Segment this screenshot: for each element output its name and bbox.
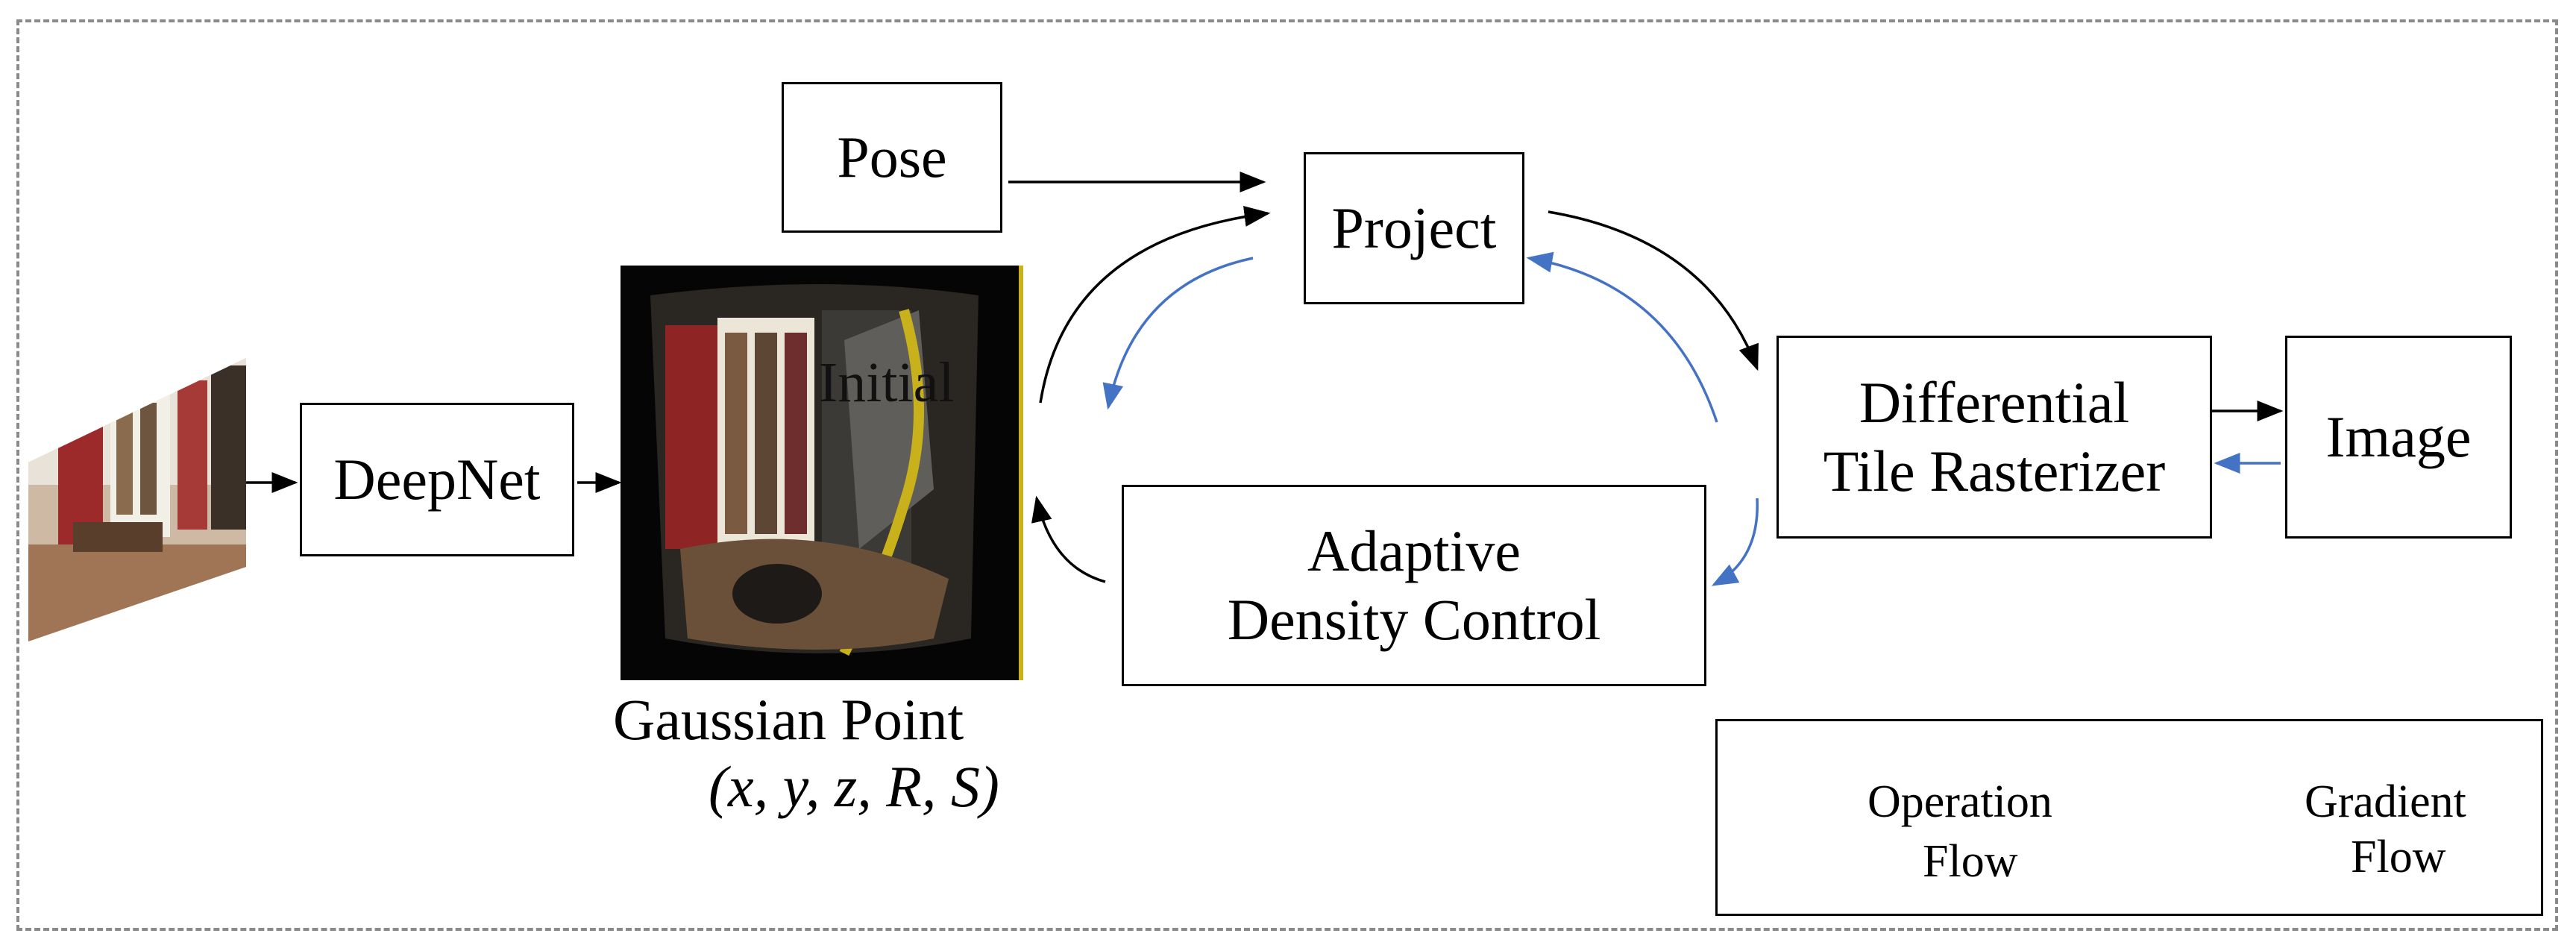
rasterizer-label-line2: Tile Rasterizer xyxy=(1823,439,2166,503)
gaussian-overlay-text: Initial xyxy=(819,351,955,414)
image-label: Image xyxy=(2325,404,2472,469)
gaussian-params: (x, y, z, R, S) xyxy=(709,754,999,819)
gaussian-point-cloud-render xyxy=(621,266,1023,680)
legend-gradient-line1: Gradient xyxy=(2305,776,2466,827)
legend-operation-line2: Flow xyxy=(1923,836,2018,887)
legend-gradient-line2: Flow xyxy=(2351,832,2446,882)
legend-operation-line1: Operation xyxy=(1867,776,2052,827)
adc-label-line2: Density Control xyxy=(1227,587,1601,652)
rasterizer-label-line1: Differential xyxy=(1859,369,2130,435)
arrow-project-to-rasterizer xyxy=(1548,210,1759,371)
arrow-gaussian-to-project xyxy=(1039,206,1271,404)
project-label: Project xyxy=(1331,195,1497,260)
adc-label-line1: Adaptive xyxy=(1307,518,1521,583)
deepnet-label: DeepNet xyxy=(333,446,541,512)
gaussian-caption: Gaussian Point xyxy=(613,687,964,752)
arrow-project-to-gaussian-gradient xyxy=(1102,257,1254,410)
deepnet-box: DeepNet xyxy=(300,403,574,556)
pose-label: Pose xyxy=(837,124,947,189)
rasterizer-box: Differential Tile Rasterizer xyxy=(1777,336,2212,539)
diagram-frame xyxy=(16,19,2558,931)
arrow-adc-to-gaussian xyxy=(1031,495,1106,583)
project-box: Project xyxy=(1304,152,1524,304)
adaptive-density-control-box: Adaptive Density Control xyxy=(1122,485,1706,686)
arrow-rasterizer-to-project-gradient xyxy=(1526,251,1718,423)
image-box: Image xyxy=(2285,336,2512,539)
arrow-rasterizer-to-adc-gradient xyxy=(1711,497,1759,586)
legend-box xyxy=(1715,719,2543,916)
pose-box: Pose xyxy=(782,82,1002,233)
input-room-photo xyxy=(28,358,246,641)
